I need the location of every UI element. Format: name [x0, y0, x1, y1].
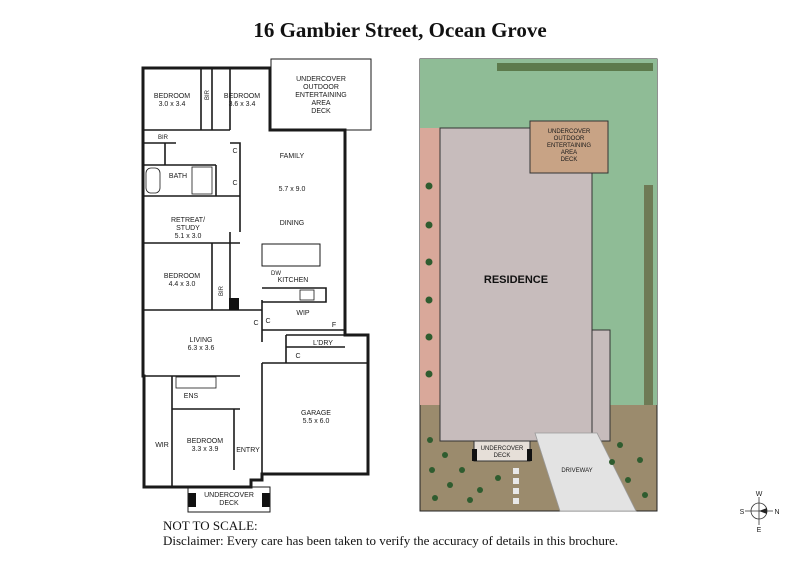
bedroom2-label: BEDROOM: [224, 93, 260, 100]
pillar: [188, 493, 196, 507]
page-title: 16 Gambier Street, Ocean Grove: [253, 18, 547, 42]
front-deck-outline: [187, 486, 271, 513]
disclaimer: Disclaimer: Every care has been taken to…: [163, 533, 619, 548]
cooktop: [299, 289, 315, 301]
living-size: 6.3 x 3.6: [188, 345, 215, 352]
entry-label: ENTRY: [236, 447, 260, 454]
residence-annex: [591, 185, 611, 442]
hedge: [497, 63, 653, 71]
bedroom4-label: BEDROOM: [187, 438, 223, 445]
interior-walls: [143, 68, 368, 487]
floor-plan-labels: BEDROOM 3.0 x 3.4 BEDROOM 3.6 x 3.4 BIR …: [154, 76, 347, 507]
cupboard-label: C: [232, 148, 237, 155]
floor-plan: [141, 58, 372, 513]
dining-label: DINING: [280, 220, 305, 227]
outdoor-label-4: AREA: [311, 100, 330, 107]
site-outdoor-label-3: ENTERTAINING: [547, 143, 591, 149]
vanity: [175, 376, 217, 389]
cupboard-label: C: [232, 180, 237, 187]
retreat-label-2: STUDY: [176, 225, 200, 232]
site-deck-label-2: DECK: [494, 453, 511, 459]
cupboard-label: C: [295, 353, 300, 360]
bath-label: BATH: [169, 173, 187, 180]
scale-note: NOT TO SCALE:: [163, 518, 258, 533]
front-deck-label-1: UNDERCOVER: [204, 492, 254, 499]
kitchen-label: KITCHEN: [278, 277, 309, 284]
garage-label: GARAGE: [301, 410, 331, 417]
wir-label: WIR: [155, 442, 169, 449]
shower: [191, 166, 213, 195]
laundry-label: L'DRY: [313, 340, 333, 347]
bedroom3-size: 4.4 x 3.0: [169, 281, 196, 288]
stepping-stone: [513, 478, 519, 484]
footer-notes: NOT TO SCALE: Disclaimer: Every care has…: [163, 518, 618, 548]
compass-w: W: [756, 491, 763, 498]
site-outdoor-label-4: AREA: [561, 150, 577, 156]
driveway: [534, 432, 637, 512]
living-label: LIVING: [190, 337, 213, 344]
kitchen-island: [261, 243, 321, 267]
pillar: [229, 298, 239, 310]
cupboard-label: C: [253, 320, 258, 327]
wip-label: WIP: [296, 310, 310, 317]
bir-mid-label: BIR: [219, 285, 225, 296]
bir-left-label: BIR: [158, 135, 169, 141]
outdoor-label-5: DECK: [311, 108, 331, 115]
outdoor-label-3: ENTERTAINING: [295, 92, 346, 99]
family-label: FAMILY: [280, 153, 305, 160]
bir-top-label: BIR: [205, 89, 211, 100]
hedge: [644, 185, 653, 405]
stepping-stone: [513, 468, 519, 474]
driveway-label: DRIVEWAY: [561, 468, 592, 474]
residence-block: [439, 127, 593, 442]
outdoor-deck-outline: [270, 58, 372, 131]
bedroom1-label: BEDROOM: [154, 93, 190, 100]
site-outdoor-label-5: DECK: [561, 157, 578, 163]
front-deck-label-2: DECK: [219, 500, 239, 507]
bedroom3-label: BEDROOM: [164, 273, 200, 280]
compass-icon: W S N E: [740, 491, 780, 534]
plants: [425, 182, 648, 503]
compass-n: N: [774, 509, 779, 516]
pillar: [527, 449, 532, 461]
cupboard-label: C: [265, 318, 270, 325]
retreat-label-1: RETREAT/: [171, 217, 205, 224]
bedroom1-size: 3.0 x 3.4: [159, 101, 186, 108]
compass-s: S: [740, 509, 745, 516]
bedroom2-size: 3.6 x 3.4: [229, 101, 256, 108]
site-outdoor-label-1: UNDERCOVER: [548, 129, 591, 135]
ens-label: ENS: [184, 393, 199, 400]
stepping-stone: [513, 498, 519, 504]
bedroom4-size: 3.3 x 3.9: [192, 446, 219, 453]
pillar: [472, 449, 477, 461]
family-size: 5.7 x 9.0: [279, 186, 306, 193]
retreat-size: 5.1 x 3.0: [175, 233, 202, 240]
pillar: [262, 493, 270, 507]
site-outdoor-area: [529, 120, 609, 174]
compass-e: E: [757, 527, 762, 534]
side-paving: [420, 128, 440, 405]
site-plan: RESIDENCE UNDERCOVER OUTDOOR ENTERTAININ…: [419, 58, 658, 512]
outdoor-label-1: UNDERCOVER: [296, 76, 346, 83]
stepping-stone: [513, 488, 519, 494]
bathtub: [145, 167, 161, 194]
outdoor-label-2: OUTDOOR: [303, 84, 339, 91]
site-outdoor-label-2: OUTDOOR: [554, 136, 585, 142]
fridge-label: F: [332, 322, 336, 329]
residence-label: RESIDENCE: [484, 274, 548, 286]
site-deck-label-1: UNDERCOVER: [481, 446, 524, 452]
dishwasher-label: DW: [271, 271, 281, 277]
garage-size: 5.5 x 6.0: [303, 418, 330, 425]
